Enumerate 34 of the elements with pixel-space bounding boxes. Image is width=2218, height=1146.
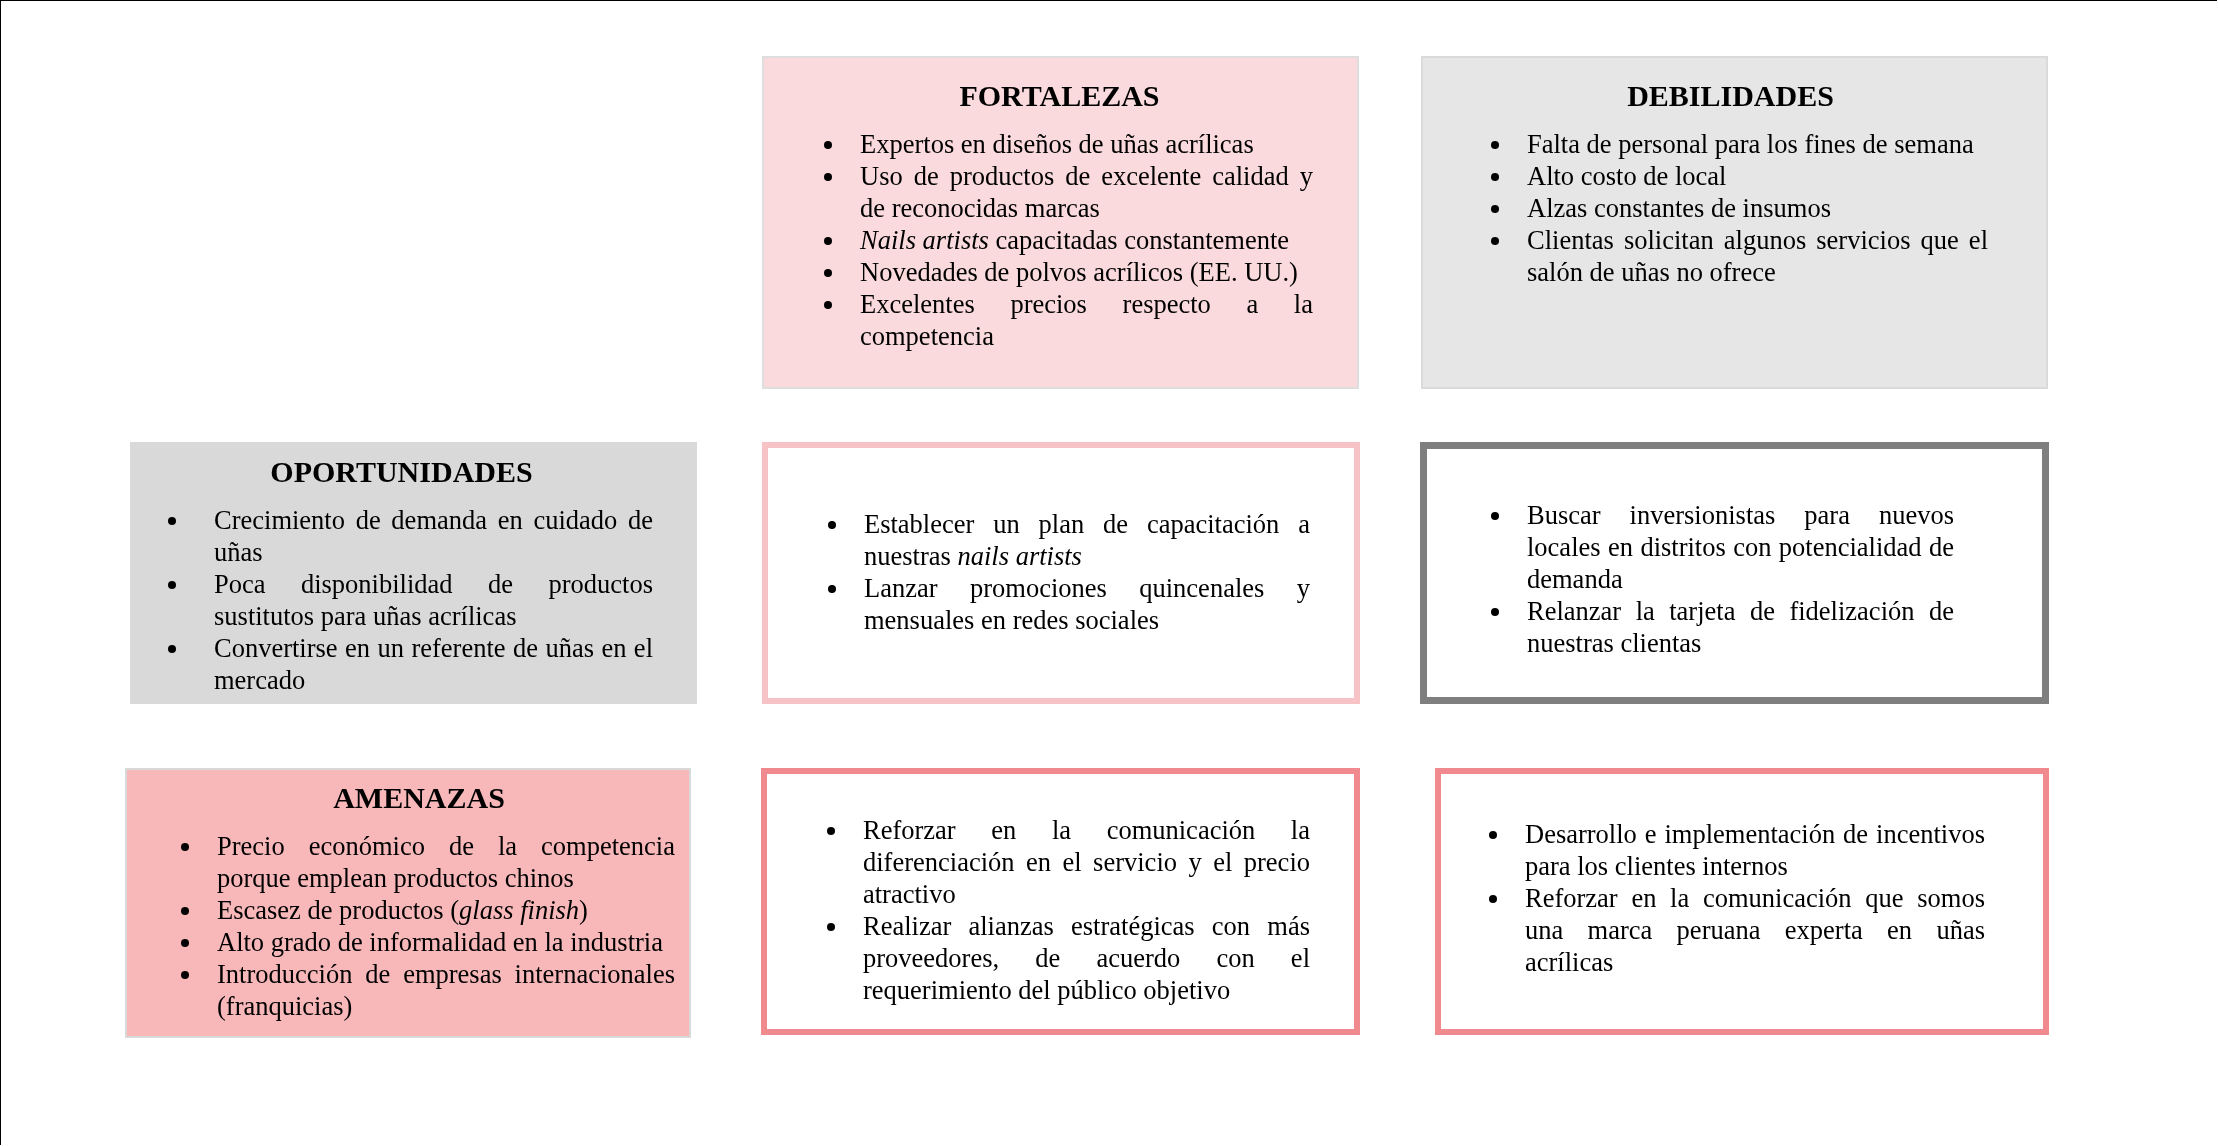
bullet-item: Buscar inversionistas para nuevos locales en distritos con potencialidad de demanda <box>1527 499 1954 595</box>
bullet-item: Nails artists capacitadas constantemente <box>860 224 1291 256</box>
bullet-item: Excelentes precios respecto a la competencia <box>860 288 1313 352</box>
bullet-item: Reforzar en la comunicación la diferenciación en el servicio y el precio atractivo <box>863 814 1310 910</box>
swot-box <box>761 768 1360 1035</box>
swot-box <box>762 442 1360 704</box>
bullet-item: Expertos en diseños de uñas acrílicas <box>860 128 1255 160</box>
bullet-item: Lanzar promociones quincenales y mensuales en redes sociales <box>864 572 1310 636</box>
bullet-item: Desarrollo e implementación de incentivos para los clientes internos <box>1525 818 1985 882</box>
swot-box <box>1435 768 2049 1035</box>
bullet-item: Realizar alianzas estratégicas con más proveedores, de acuerdo con el requerimiento del público objetivo <box>863 910 1310 1006</box>
box-heading: OPORTUNIDADES <box>269 454 534 490</box>
bullet-item: Reforzar en la comunicación que somos una marca peruana experta en uñas acrílicas <box>1525 882 1985 978</box>
bullet-item: Alto grado de informalidad en la industria <box>217 926 664 958</box>
bullet-item: Clientas solicitan algunos servicios que el salón de uñas no ofrece <box>1527 224 1988 288</box>
swot-box <box>125 768 691 1038</box>
bullet-item: Falta de personal para los fines de semana <box>1527 128 1975 160</box>
bullet-item: Alzas constantes de insumos <box>1527 192 1832 224</box>
bullet-item: Novedades de polvos acrílicos (EE. UU.) <box>860 256 1299 288</box>
bullet-item: Crecimiento de demanda en cuidado de uñas <box>214 504 653 568</box>
swot-box <box>1420 442 2049 704</box>
bullet-item: Relanzar la tarjeta de fidelización de nuestras clientas <box>1527 595 1954 659</box>
swot-box <box>1421 56 2048 389</box>
swot-box <box>762 56 1359 389</box>
box-heading: FORTALEZAS <box>958 78 1161 114</box>
bullet-item: Poca disponibilidad de productos sustitutos para uñas acrílicas <box>214 568 653 632</box>
box-heading: DEBILIDADES <box>1626 78 1835 114</box>
bullet-item: Escasez de productos (glass finish) <box>217 894 589 926</box>
bullet-item: Convertirse en un referente de uñas en el mercado <box>214 632 653 696</box>
swot-box <box>130 442 697 704</box>
bullet-item: Introducción de empresas internacionales (franquicias) <box>217 958 675 1022</box>
bullet-item: Alto costo de local <box>1527 160 1728 192</box>
bullet-item: Establecer un plan de capacitación a nuestras nails artists <box>864 508 1310 572</box>
box-heading: AMENAZAS <box>332 780 506 816</box>
